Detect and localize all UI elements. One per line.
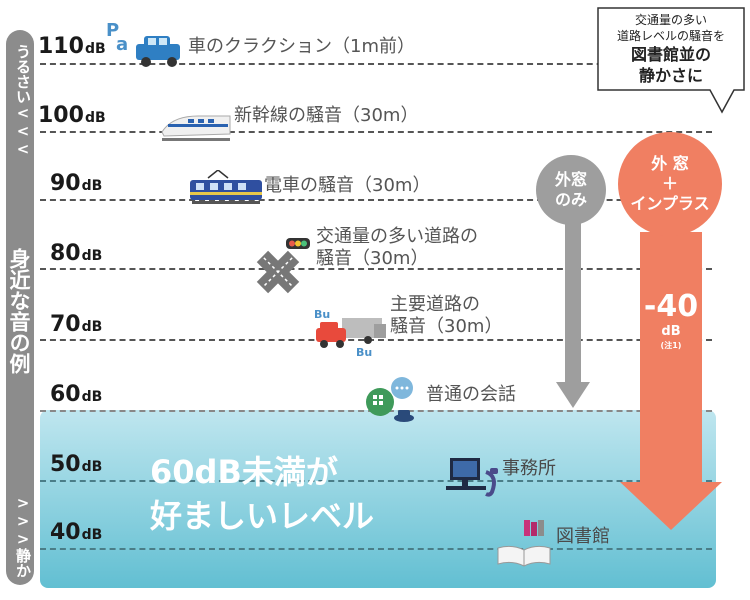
orange-arrow-icon (620, 232, 722, 530)
db-label-40: 40dB (50, 520, 103, 545)
orange-line2: インプラス (630, 194, 710, 213)
library-books-icon (497, 520, 551, 567)
traffic-signal-icon (256, 238, 310, 294)
side-middle-label: 身近な音の例 (7, 248, 31, 374)
busy-road-label-line1: 交通量の多い道路の (316, 226, 478, 247)
conversation-icon (366, 377, 414, 422)
preferred-level-caption: 60dB未満が 好ましいレベル (150, 450, 374, 538)
office-label: 事務所 (502, 458, 556, 479)
svg-text:Bu: Bu (356, 346, 372, 358)
svg-text:a: a (116, 34, 128, 55)
train-label: 電車の騒音（30m） (264, 175, 431, 196)
main-road-label: 主要道路の 騒音（30m） (390, 294, 502, 338)
db-label-110: 110dB (38, 34, 106, 59)
outer-window-plus-inplus-badge: 外 窓 ＋ インプラス (618, 132, 722, 236)
truck-icon: Bu Bu (314, 308, 386, 358)
level-line-50 (40, 480, 712, 482)
orange-plus: ＋ (661, 174, 678, 193)
level-line-40 (40, 548, 712, 550)
train-icon (190, 170, 262, 204)
svg-text:P: P (106, 20, 119, 41)
db-label-60: 60dB (50, 382, 103, 407)
level-line-100 (40, 131, 712, 133)
reduction-unit: dB (661, 324, 681, 339)
level-line-70 (40, 339, 712, 341)
shinkansen-label: 新幹線の騒音（30m） (234, 105, 419, 126)
outer-window-only-line2: のみ (554, 190, 587, 209)
reduction-value: -40 dB (注1) (620, 290, 722, 352)
db-label-100: 100dB (38, 103, 106, 128)
conversation-label: 普通の会話 (426, 384, 516, 405)
side-bottom-label: >>>静か (14, 493, 32, 578)
level-line-90 (40, 199, 712, 201)
outer-window-only-line1: 外窓 (554, 170, 587, 189)
shinkansen-icon (161, 115, 231, 141)
main-road-label-line2: 騒音（30m） (390, 316, 503, 337)
svg-text:Bu: Bu (314, 308, 330, 321)
grey-arrow-icon (556, 222, 590, 408)
callout-line4: 静かさに (638, 66, 703, 85)
office-computer-icon (446, 458, 498, 497)
side-top-label: うるさい<<< (14, 44, 32, 158)
reduction-number: -40 (643, 289, 699, 324)
callout-text: 交通量の多い 道路レベルの騒音を 図書館並の 静かさに (598, 12, 744, 86)
callout-box (597, 7, 745, 114)
preferred-level-line1: 60dB未満が (150, 453, 338, 491)
preferred-level-zone (40, 410, 716, 588)
car-horn-icon: P a (106, 20, 180, 67)
callout-line1: 交通量の多い (634, 13, 707, 27)
busy-road-label: 交通量の多い道路の 騒音（30m） (316, 226, 478, 270)
db-label-80: 80dB (50, 241, 103, 266)
library-label: 図書館 (556, 526, 610, 547)
outer-window-only-badge: 外窓 のみ (536, 155, 606, 225)
reduction-note: (注1) (660, 341, 682, 350)
level-line-110 (40, 63, 712, 65)
car-horn-label: 車のクラクション（1m前） (188, 36, 415, 57)
preferred-level-line2: 好ましいレベル (150, 497, 375, 535)
busy-road-label-line2: 騒音（30m） (316, 248, 429, 269)
db-label-90: 90dB (50, 171, 103, 196)
callout-line2: 道路レベルの騒音を (616, 29, 725, 43)
db-label-70: 70dB (50, 312, 103, 337)
orange-line1: 外 窓 (651, 154, 689, 173)
level-line-80 (40, 268, 712, 270)
callout-line3: 図書館並の (630, 45, 711, 64)
side-bar (6, 30, 34, 585)
main-road-label-line1: 主要道路の (390, 294, 480, 315)
db-label-50: 50dB (50, 452, 103, 477)
